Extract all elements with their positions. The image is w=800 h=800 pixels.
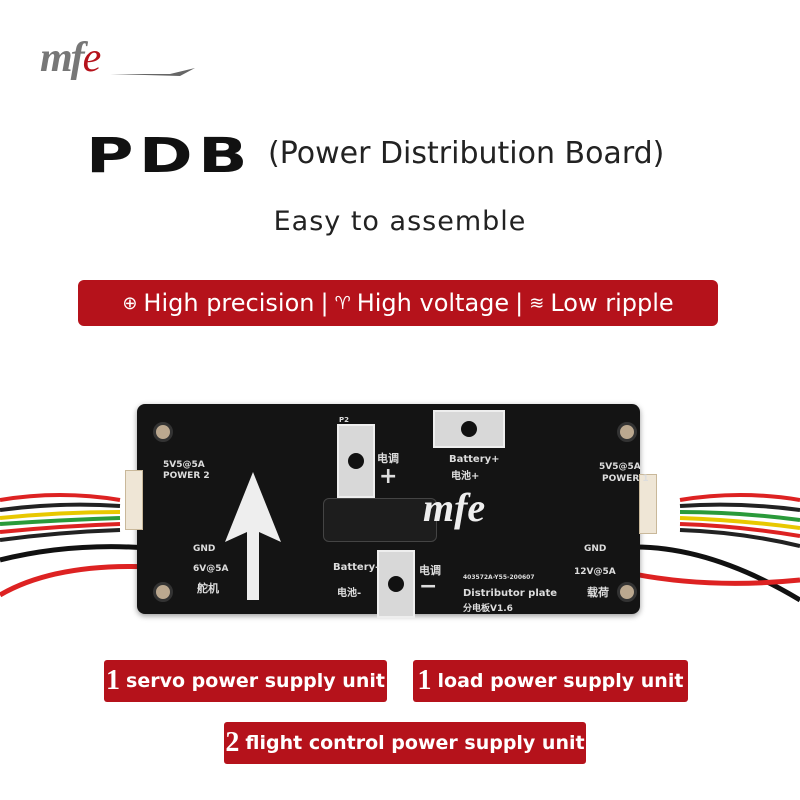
tagline: Easy to assemble [273, 206, 527, 237]
crosshair-icon: ⊕ [122, 292, 138, 314]
esc-minus-pad [377, 550, 415, 618]
silk-label: 12V@5A [574, 567, 616, 577]
silk-label: P2 [339, 416, 350, 424]
silk-label: 403572A-Y55-200607 [463, 574, 535, 581]
silk-logo: mfe [423, 485, 486, 530]
silk-label: 舵机 [197, 582, 219, 595]
silk-label: 5V5@5A [599, 462, 641, 472]
silk-label: 电调 [419, 564, 441, 577]
silk-label: 电池- [337, 588, 362, 599]
separator: | [515, 289, 524, 317]
brand-logo: mfe [40, 35, 101, 81]
silk-label: GND [193, 544, 216, 554]
connector-power-2 [125, 470, 143, 530]
unit-label: load power supply unit [437, 670, 684, 692]
voltage-icon: ♈ [334, 292, 351, 314]
feature-label: High voltage [356, 289, 510, 317]
separator: | [320, 289, 329, 317]
silk-label: 6V@5A [193, 564, 229, 574]
mount-hole [617, 582, 637, 602]
capacitor [323, 498, 437, 542]
ripple-icon: ≋ [529, 292, 545, 314]
arrow-icon [225, 472, 281, 600]
battery-plus-pad [433, 410, 505, 448]
feature-label: Low ripple [550, 289, 674, 317]
mount-hole [153, 422, 173, 442]
mount-hole [617, 422, 637, 442]
connector-power-1 [639, 474, 657, 534]
esc-plus-pad [337, 424, 375, 498]
mount-hole [153, 582, 173, 602]
silk-label: 5V5@5A [163, 460, 205, 470]
page-subtitle: (Power Distribution Board) [268, 136, 665, 171]
silk-label: 分电板V1.6 [463, 604, 513, 614]
wires [0, 493, 800, 603]
unit-label: flight control power supply unit [245, 732, 585, 754]
silk-label: GND [584, 544, 607, 554]
feature-label: High precision [143, 289, 315, 317]
features-banner: ⊕ High precision | ♈ High voltage | ≋ Lo… [78, 280, 718, 326]
silk-label: POWER 2 [163, 471, 210, 481]
page-title: PDB [86, 128, 253, 184]
logo-swoosh [110, 68, 195, 76]
unit-count: 2 [225, 727, 240, 758]
silk-label: POWER 1 [602, 474, 649, 484]
silk-label: 电调 [377, 452, 399, 465]
silk-label: 电池+ [451, 471, 480, 482]
pcb-board: 5V5@5A POWER 2 5V5@5A POWER 1 GND 6V@5A … [125, 404, 657, 618]
silk-label: 载荷 [587, 586, 609, 599]
silk-label: Battery+ [449, 454, 500, 465]
unit-count: 1 [417, 665, 432, 696]
silk-label: Distributor plate [463, 588, 558, 599]
unit-count: 1 [106, 665, 121, 696]
unit-label: servo power supply unit [126, 670, 385, 692]
silk-label: Battery- [333, 562, 380, 573]
silk-label: + [379, 464, 398, 489]
silk-label: − [419, 574, 438, 599]
